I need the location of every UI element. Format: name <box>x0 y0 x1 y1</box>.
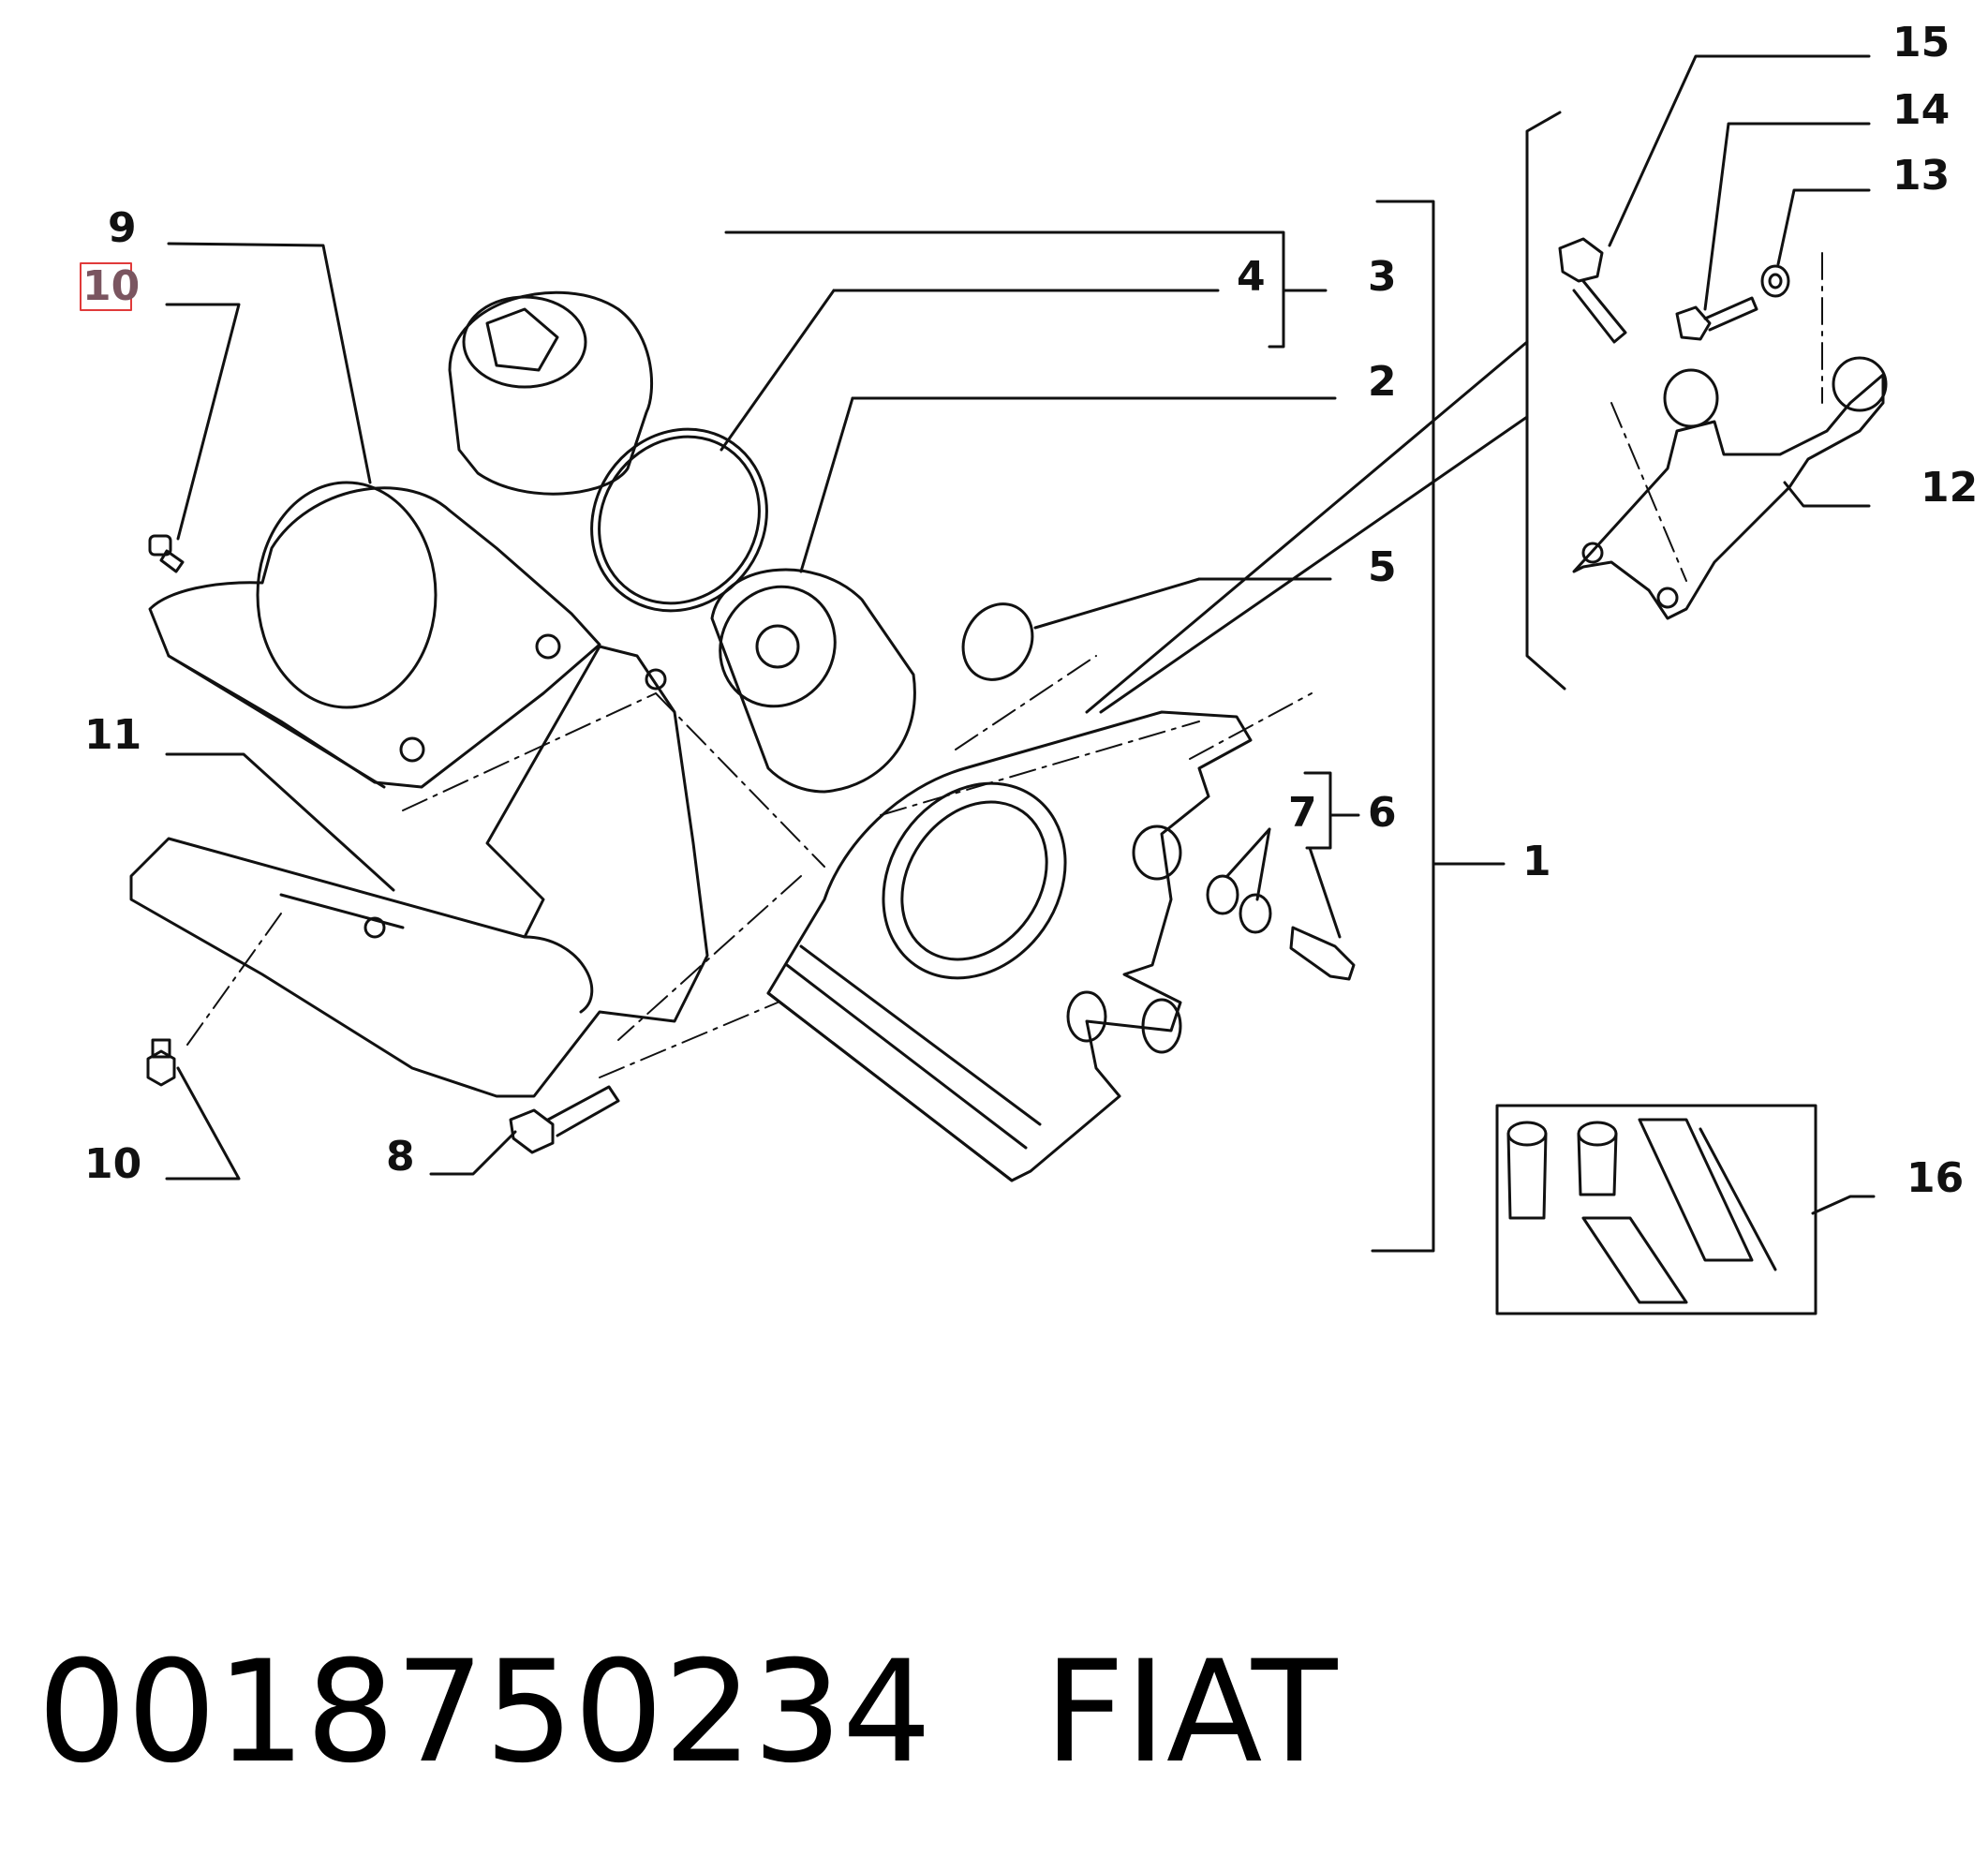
callout-15: 15 <box>1892 19 1950 67</box>
callout-14: 14 <box>1892 86 1950 134</box>
part-8-bolt <box>509 1085 620 1154</box>
part-4-o-ring <box>590 427 768 613</box>
part-11-lower-cover <box>129 645 709 1098</box>
footer: 0018750234 FIAT <box>37 1619 1337 1806</box>
highlight-box-10 <box>80 262 132 311</box>
alignment-axes <box>186 252 1823 1078</box>
leader-lines <box>165 54 1876 1253</box>
callout-9: 9 <box>108 204 137 252</box>
part-14-bolt <box>1675 296 1758 341</box>
part-3-filter-cap <box>448 290 654 496</box>
callout-4: 4 <box>1237 253 1266 301</box>
part-7-washers <box>1206 874 1272 934</box>
part-6-bolt <box>1289 926 1356 981</box>
callout-11: 11 <box>84 711 141 759</box>
part-16-kit-box <box>1495 1104 1817 1315</box>
part-1-housing <box>766 710 1253 1182</box>
part-12-bracket <box>1572 356 1888 620</box>
part-9-cover <box>148 481 601 789</box>
part-15-bolt <box>1558 237 1627 344</box>
callout-10-top: 10 <box>82 262 140 310</box>
callout-1: 1 <box>1522 838 1551 885</box>
callout-13: 13 <box>1892 152 1950 200</box>
part-13-washer <box>1760 264 1790 298</box>
part-10-screw-bottom <box>146 1038 176 1087</box>
part-5-gasket <box>961 602 1034 681</box>
callout-12: 12 <box>1921 464 1978 512</box>
part-10-screw-top <box>148 534 185 573</box>
part-2-filter-element <box>710 568 916 794</box>
callout-10-bottom: 10 <box>84 1140 141 1188</box>
callout-8: 8 <box>386 1133 415 1181</box>
part-number: 0018750234 <box>37 1631 932 1794</box>
callout-16: 16 <box>1906 1154 1964 1202</box>
callout-7: 7 <box>1288 789 1317 837</box>
brand-name: FIAT <box>1044 1631 1338 1794</box>
callout-2: 2 <box>1368 358 1397 406</box>
callout-6: 6 <box>1368 789 1397 837</box>
callout-5: 5 <box>1368 543 1397 591</box>
callout-3: 3 <box>1368 253 1397 301</box>
